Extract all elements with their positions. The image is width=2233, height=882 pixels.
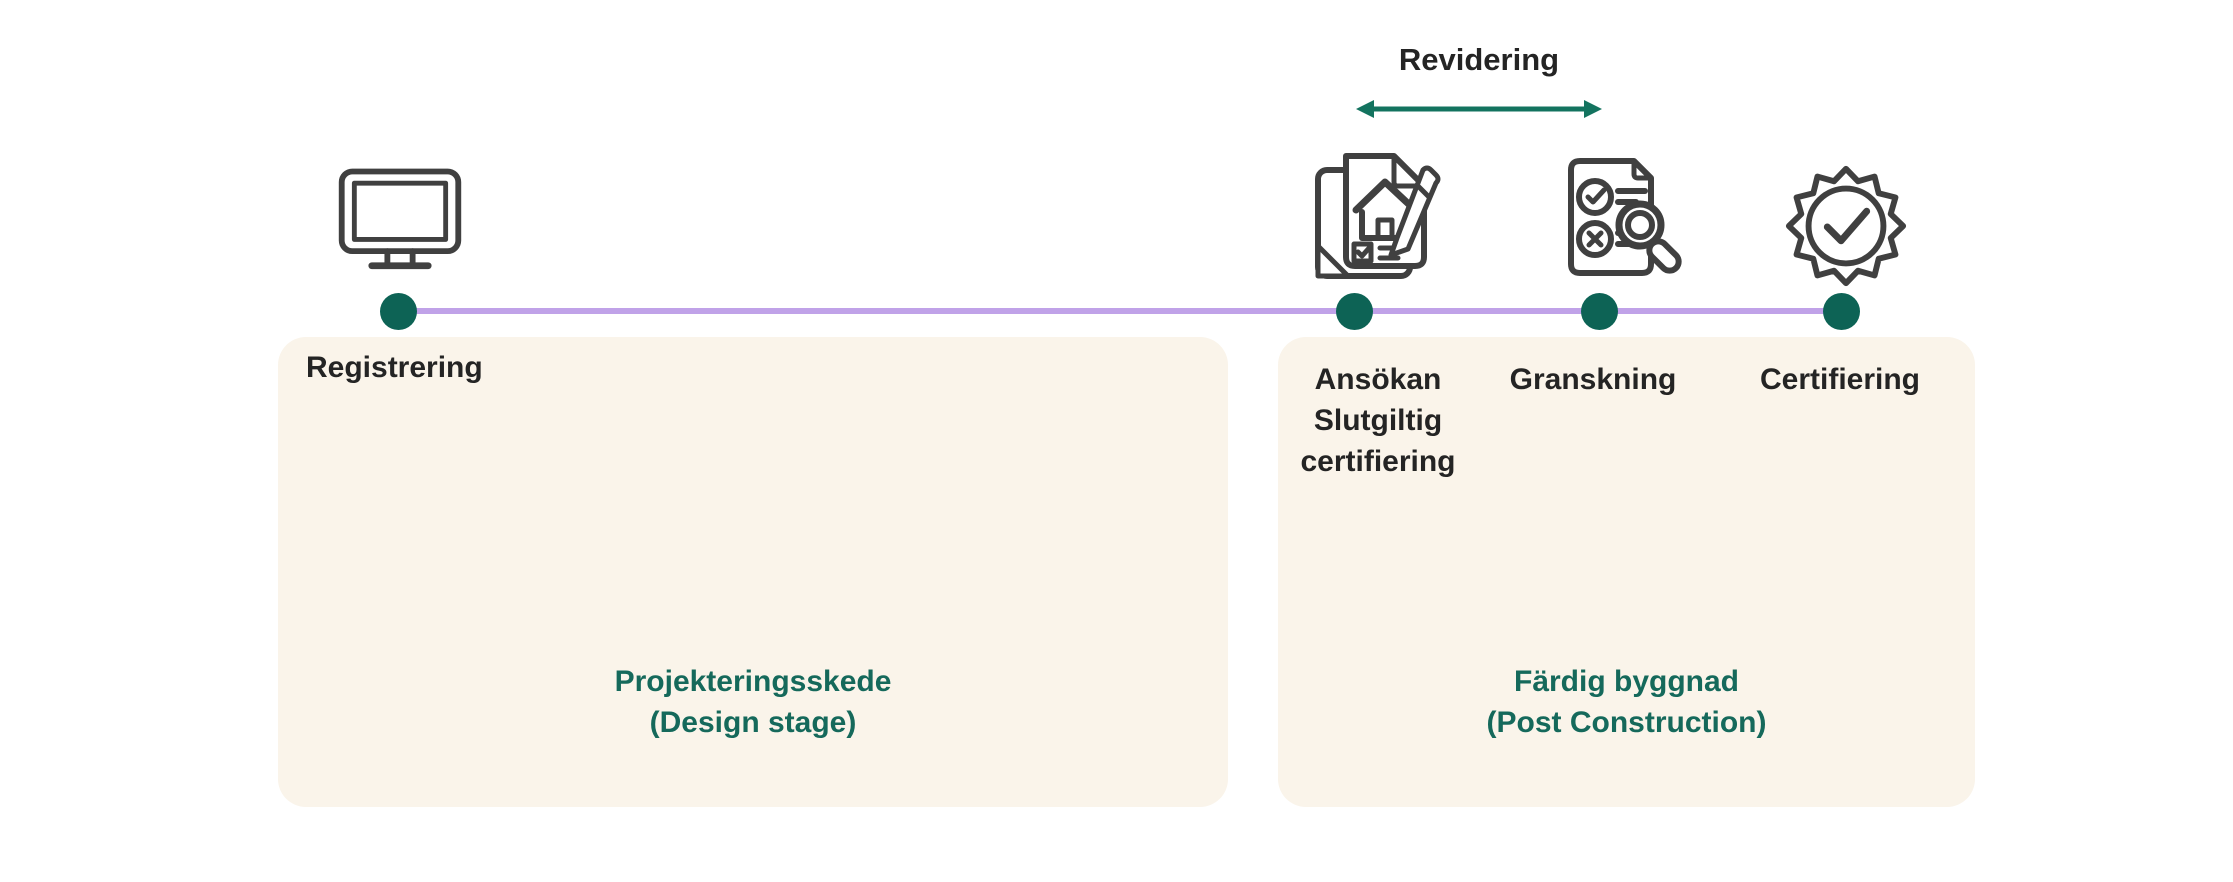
milestone-label-ansokan-line1: Ansökan <box>1314 363 1442 396</box>
stage-caption-design-subtitle: (Design stage) <box>649 706 857 739</box>
milestone-dot-registrering <box>380 293 417 330</box>
computer-monitor-icon <box>338 168 462 270</box>
stage-caption-post-construction: Färdig byggnad (Post Construction) <box>1278 661 1975 743</box>
milestone-label-ansokan-line3: certifiering <box>1300 445 1456 478</box>
milestone-dot-ansokan <box>1336 293 1373 330</box>
revidering-double-arrow-icon <box>1356 100 1602 118</box>
stage-box-post-construction <box>1278 337 1975 807</box>
milestone-label-ansokan: Ansökan Slutgiltig certifiering <box>1268 359 1488 482</box>
milestone-label-ansokan-line2: Slutgiltig <box>1313 404 1443 437</box>
certificate-badge-icon <box>1785 165 1907 287</box>
milestone-label-certifiering: Certifiering <box>1759 363 1921 396</box>
milestone-label-registrering: Registrering <box>306 351 483 384</box>
milestone-dot-granskning <box>1581 293 1618 330</box>
stage-caption-design-title: Projekteringsskede <box>614 665 892 698</box>
revidering-label: Revidering <box>1398 42 1560 77</box>
stage-caption-post-title: Färdig byggnad <box>1514 665 1739 698</box>
milestone-dot-certifiering <box>1823 293 1860 330</box>
application-document-icon <box>1315 153 1441 279</box>
milestone-label-granskning: Granskning <box>1509 363 1677 396</box>
stage-box-design <box>278 337 1228 807</box>
stage-caption-design: Projekteringsskede (Design stage) <box>278 661 1228 743</box>
stage-caption-post-subtitle: (Post Construction) <box>1486 706 1767 739</box>
timeline-line <box>399 308 1842 314</box>
review-checklist-icon <box>1568 158 1682 276</box>
